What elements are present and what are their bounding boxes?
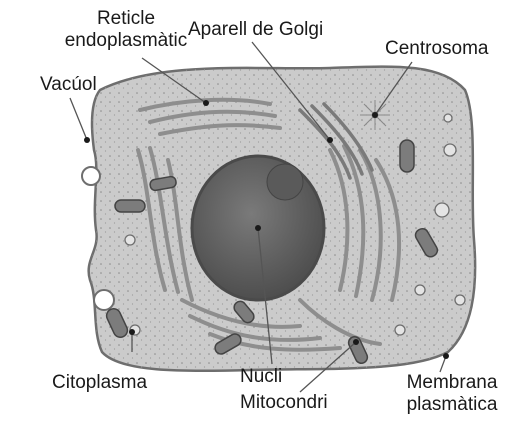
label-membrana-line1: Membrana [396,372,508,394]
membrane-notch [94,290,114,310]
label-reticle-line1: Reticle [62,8,190,30]
label-vacuol: Vacúol [40,74,97,96]
label-centrosoma: Centrosoma [385,38,489,60]
label-reticle-line2: endoplasmàtic [62,30,190,52]
label-membrana: Membrana plasmàtica [396,372,508,416]
label-mitocondri: Mitocondri [240,392,328,414]
label-reticle: Reticle endoplasmàtic [62,8,190,52]
nucleolus [267,164,303,200]
label-golgi: Aparell de Golgi [188,19,323,41]
label-membrana-line2: plasmàtica [396,394,508,416]
label-citoplasma: Citoplasma [52,372,147,394]
label-nucli: Nucli [240,366,282,388]
membrane-notch [82,167,100,185]
